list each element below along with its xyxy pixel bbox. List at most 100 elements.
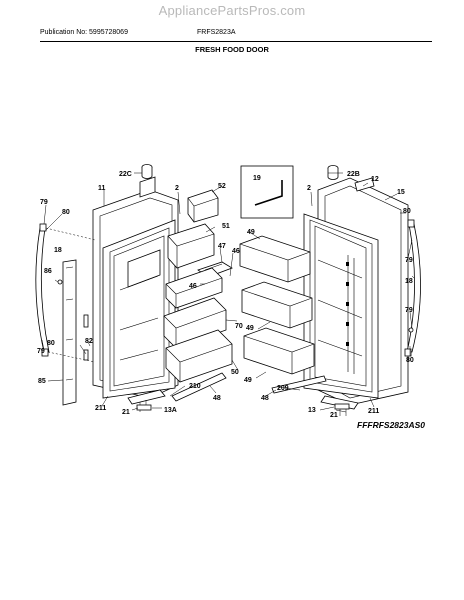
callout-80-b: 80 xyxy=(47,340,55,347)
callout-22b: 22B xyxy=(347,171,360,178)
callout-48-right: 48 xyxy=(261,395,269,402)
callout-209: 209 xyxy=(277,385,289,392)
callout-70: 70 xyxy=(235,323,243,330)
watermark: AppliancePartsPros.com xyxy=(158,3,306,18)
right-handle-cap-top xyxy=(407,219,415,228)
header-rule xyxy=(40,41,432,42)
right-liner-ribs xyxy=(317,259,363,357)
left-door-bins xyxy=(163,189,233,402)
callout-18-left: 18 xyxy=(54,247,62,254)
callout-46-right: 46 xyxy=(232,248,240,255)
callout-51: 51 xyxy=(222,223,230,230)
left-hinge-block xyxy=(139,176,156,198)
bin-52 xyxy=(187,189,219,223)
callout-80-a: 80 xyxy=(62,209,70,216)
callout-86: 86 xyxy=(44,268,52,275)
callout-49-bottom: 49 xyxy=(244,377,252,384)
callout-211-left: 211 xyxy=(95,405,106,412)
callout-19: 19 xyxy=(253,175,261,182)
handle-trim-marks xyxy=(65,266,74,381)
callout-12: 12 xyxy=(371,176,379,183)
cover-47-line xyxy=(204,263,223,271)
callout-79-d: 79 xyxy=(405,307,413,314)
callout-47: 47 xyxy=(218,243,226,250)
bin-49-middle xyxy=(241,281,313,329)
callout-210: 210 xyxy=(189,383,201,390)
leader-lines xyxy=(41,172,415,413)
trim-strip-48-left xyxy=(171,372,227,402)
callout-18-right: 18 xyxy=(405,278,413,285)
bin-49-bottom xyxy=(243,327,315,375)
bin-50 xyxy=(165,329,233,383)
bin-49-top-edges xyxy=(239,243,311,282)
screw-86 xyxy=(57,279,63,285)
spacer-82 xyxy=(83,314,89,328)
right-door-assembly xyxy=(303,165,409,416)
hex-wrench-19 xyxy=(240,165,294,219)
right-door-bins xyxy=(239,235,327,394)
callout-2-left: 2 xyxy=(175,185,179,192)
bin-49-middle-edges xyxy=(241,289,313,328)
callout-79-a: 79 xyxy=(40,199,48,206)
bin-49-top xyxy=(239,235,311,283)
callout-80-d: 80 xyxy=(406,357,414,364)
right-handle-screw xyxy=(408,327,414,333)
rail-slot-5 xyxy=(346,342,349,346)
diagram-code: FFFRFS2823AS0 xyxy=(357,420,426,430)
callout-labels: 22C 11 2 52 19 22B 12 2 15 79 80 18 86 7… xyxy=(37,171,414,419)
spacer-82b xyxy=(83,349,89,361)
left-handle-assembly xyxy=(35,223,96,406)
left-handle-18 xyxy=(35,227,50,353)
bin-51 xyxy=(167,223,215,269)
callout-21-left: 21 xyxy=(122,409,130,416)
callout-48-left: 48 xyxy=(213,395,221,402)
callout-52: 52 xyxy=(218,183,226,190)
bin-49-bottom-edges xyxy=(243,335,315,374)
callout-46-left: 46 xyxy=(189,283,197,290)
hex-wrench xyxy=(254,180,283,206)
left-door-liner xyxy=(109,227,170,392)
part-12-bracket xyxy=(354,177,375,192)
publication-number: Publication No: 5995728069 xyxy=(40,29,128,36)
right-handle-18 xyxy=(406,223,421,353)
callout-11: 11 xyxy=(98,185,106,192)
right-handle-assembly xyxy=(404,219,421,357)
right-hinge-pins xyxy=(339,409,347,416)
handle-trim-85 xyxy=(62,259,77,406)
hinge-cap-22b-body xyxy=(327,168,339,180)
left-door-liner-inner xyxy=(113,235,165,387)
left-handle-cap-bottom xyxy=(41,348,49,357)
right-handle-cap-bottom xyxy=(404,348,412,357)
rail-slot-3 xyxy=(346,302,349,306)
part-13-bracket xyxy=(334,403,350,410)
right-door-liner-inner xyxy=(314,225,367,387)
part-13a-bracket xyxy=(136,404,152,411)
callout-13: 13 xyxy=(308,407,316,414)
model-number: FRFS2823A xyxy=(197,29,236,36)
right-door-liner xyxy=(309,219,373,393)
left-door-assembly xyxy=(92,164,179,412)
callout-22c: 22C xyxy=(119,171,132,178)
callout-2-right: 2 xyxy=(307,185,311,192)
callout-211-right: 211 xyxy=(368,408,379,415)
left-bottom-hinge xyxy=(127,389,166,405)
wrench-frame xyxy=(240,165,294,219)
callout-79-c: 79 xyxy=(405,257,413,264)
rail-slot-2 xyxy=(346,282,349,286)
callout-79-b: 79 xyxy=(37,348,45,355)
bin-46-left-edges xyxy=(165,277,223,308)
bin-52-edges xyxy=(187,197,219,222)
bin-51-edges xyxy=(167,233,215,268)
right-door-gasket xyxy=(303,213,379,399)
callout-15: 15 xyxy=(397,189,405,196)
callout-13a: 13A xyxy=(164,407,177,414)
bin-50-edges xyxy=(165,343,233,382)
hinge-cap-22c-body xyxy=(141,167,153,179)
left-handle-cap-top xyxy=(39,223,47,232)
callout-50: 50 xyxy=(231,369,239,376)
callout-80-c: 80 xyxy=(403,208,411,215)
left-liner-recess xyxy=(127,249,161,288)
right-liner-rails xyxy=(347,255,355,374)
callout-49-top: 49 xyxy=(247,229,255,236)
